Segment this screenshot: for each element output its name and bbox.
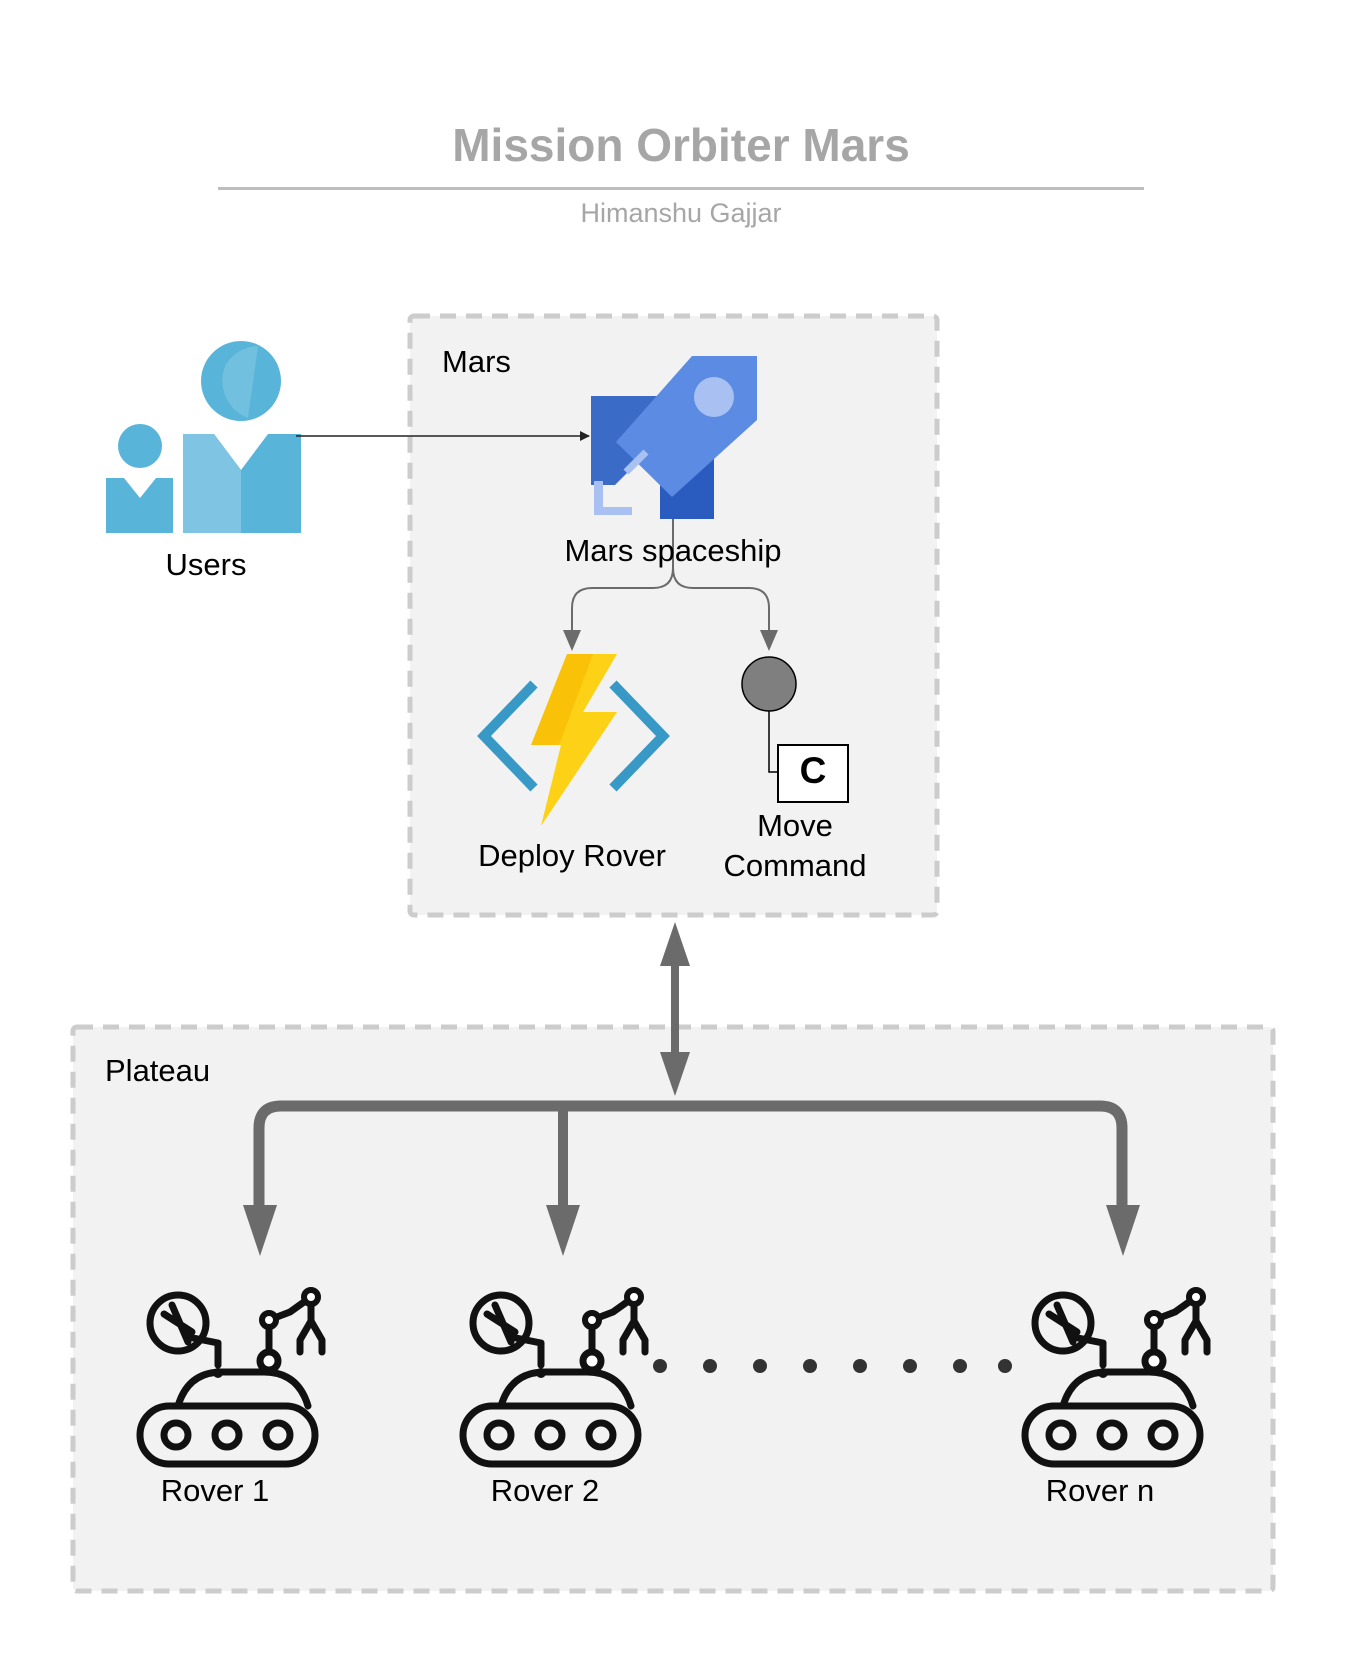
- diagram-author: Himanshu Gajjar: [580, 198, 782, 228]
- mars-group-label: Mars: [442, 344, 511, 379]
- plateau-group-box: [70, 1024, 1276, 1594]
- rover-2-label: Rover 2: [490, 1473, 600, 1508]
- mars-plateau-bus: [243, 922, 1140, 1256]
- rover-icon: [459, 1287, 649, 1468]
- move-command-label-line2: Command: [723, 848, 867, 883]
- diagram-title: Mission Orbiter Mars: [452, 119, 910, 171]
- title-divider: [218, 187, 1144, 190]
- spaceship-to-deploy-connector: [571, 519, 674, 636]
- plateau-group-label: Plateau: [105, 1053, 211, 1088]
- rover-ellipsis-dots: [653, 1359, 1012, 1373]
- spaceship-to-move-connector: [672, 519, 770, 636]
- rover-1-label: Rover 1: [160, 1473, 270, 1508]
- rocket-icon: [591, 356, 757, 519]
- rover-icon: [1021, 1287, 1211, 1468]
- spaceship-label: Mars spaceship: [564, 533, 782, 568]
- deploy-rover-label: Deploy Rover: [478, 838, 666, 873]
- function-lightning-icon: [477, 654, 670, 826]
- deploy-arrow-head: [563, 630, 581, 651]
- move-command-badge: C: [799, 750, 827, 791]
- users-icon: [106, 341, 301, 533]
- users-label: Users: [165, 547, 247, 582]
- move-command-node: [741, 656, 849, 803]
- rover-icon: [136, 1287, 326, 1468]
- move-command-label-line1: Move: [757, 808, 833, 843]
- move-arrow-head: [760, 630, 778, 651]
- rover-n-label: Rover n: [1045, 1473, 1155, 1508]
